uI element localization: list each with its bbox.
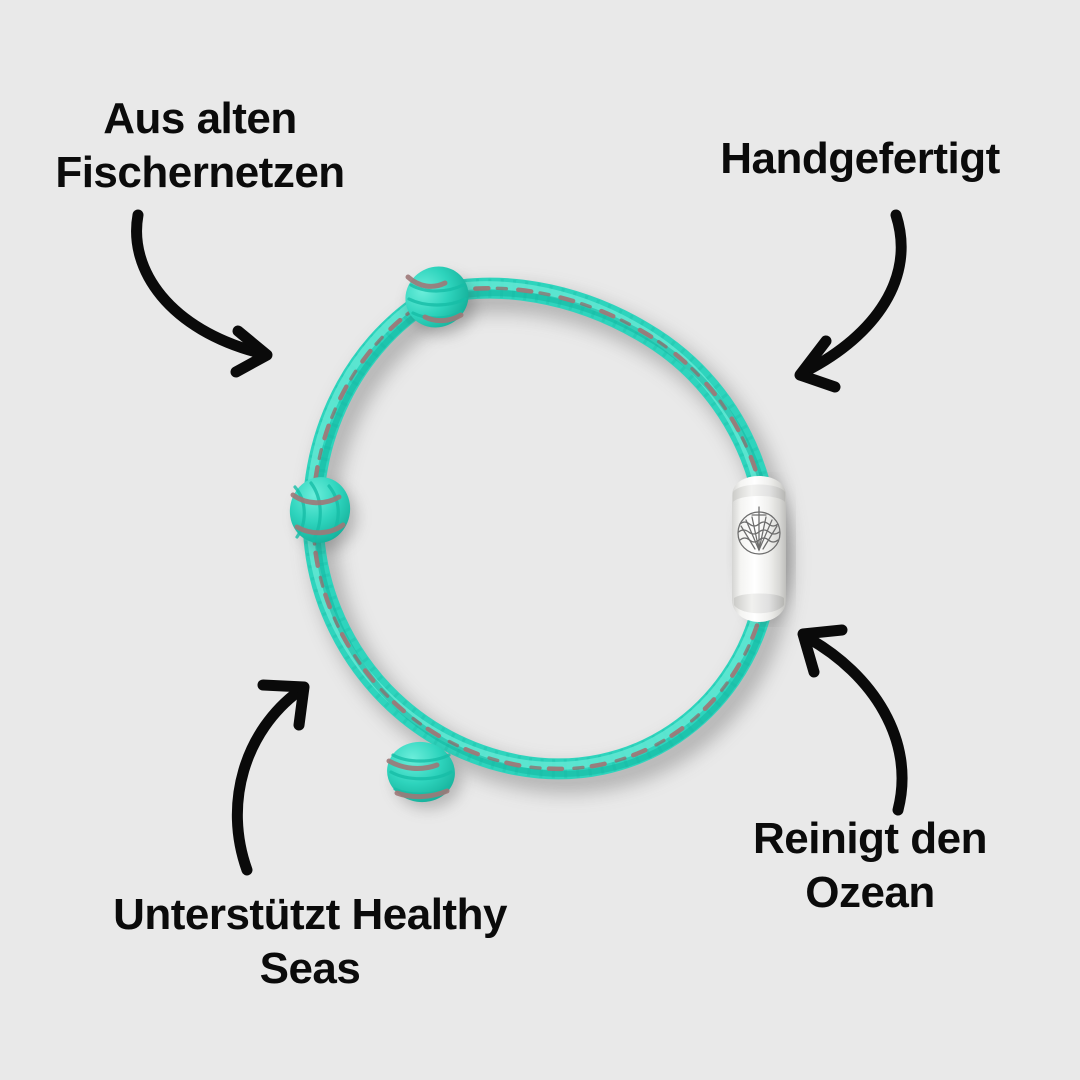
feature-label-top-left: Aus alten Fischernetzen bbox=[55, 94, 345, 197]
bracelet-knot-top bbox=[405, 266, 475, 335]
bracelet-knot-left bbox=[289, 477, 357, 550]
feature-label-bottom-right: Reinigt den Ozean bbox=[752, 814, 988, 917]
bracelet-knot-bottom bbox=[386, 741, 462, 809]
bracelet-clasp bbox=[726, 472, 796, 627]
arrow-icon-top-left bbox=[131, 209, 273, 378]
net-globe-logo bbox=[737, 506, 781, 555]
feature-label-bottom-left: Unterstützt Healthy Seas bbox=[113, 890, 507, 993]
bracelet-image bbox=[285, 243, 795, 813]
arrow-icon-top-right bbox=[794, 209, 907, 393]
arrow-icon-bottom-right bbox=[797, 624, 908, 816]
feature-label-top-right: Handgefertigt bbox=[720, 134, 1000, 183]
